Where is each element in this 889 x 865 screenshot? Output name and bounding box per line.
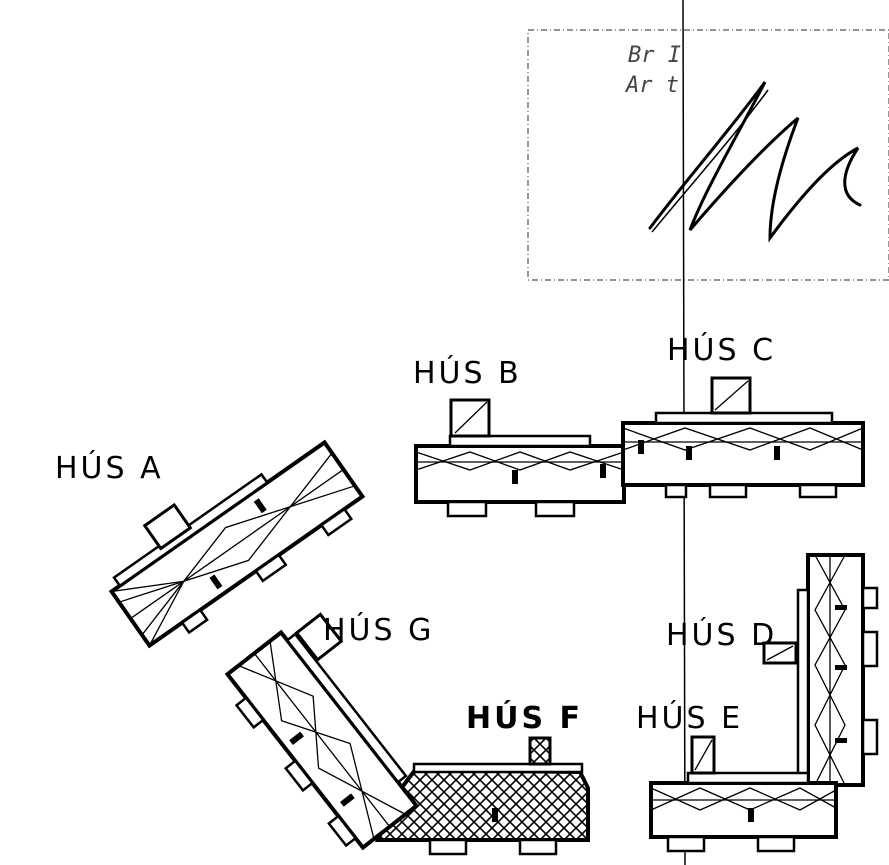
stamp-line-2: Ar t bbox=[624, 73, 679, 98]
label-hus-d: HÚS D bbox=[666, 616, 777, 653]
label-hus-f: HÚS F bbox=[466, 699, 583, 736]
label-hus-g: HÚS G bbox=[323, 611, 434, 648]
building-f bbox=[374, 736, 590, 856]
stamp-line-1: Br I bbox=[628, 43, 681, 68]
label-hus-b: HÚS B bbox=[413, 354, 522, 391]
building-d bbox=[762, 553, 879, 787]
approval-stamp: Br I Ar t bbox=[527, 29, 889, 281]
building-g bbox=[224, 612, 420, 851]
building-b bbox=[414, 398, 626, 518]
label-hus-a: HÚS A bbox=[55, 449, 164, 486]
building-a bbox=[108, 439, 366, 649]
label-hus-c: HÚS C bbox=[667, 331, 776, 368]
building-e bbox=[649, 735, 838, 853]
building-c bbox=[621, 376, 865, 499]
label-hus-e: HÚS E bbox=[636, 699, 743, 736]
handwritten-signature bbox=[648, 81, 862, 243]
